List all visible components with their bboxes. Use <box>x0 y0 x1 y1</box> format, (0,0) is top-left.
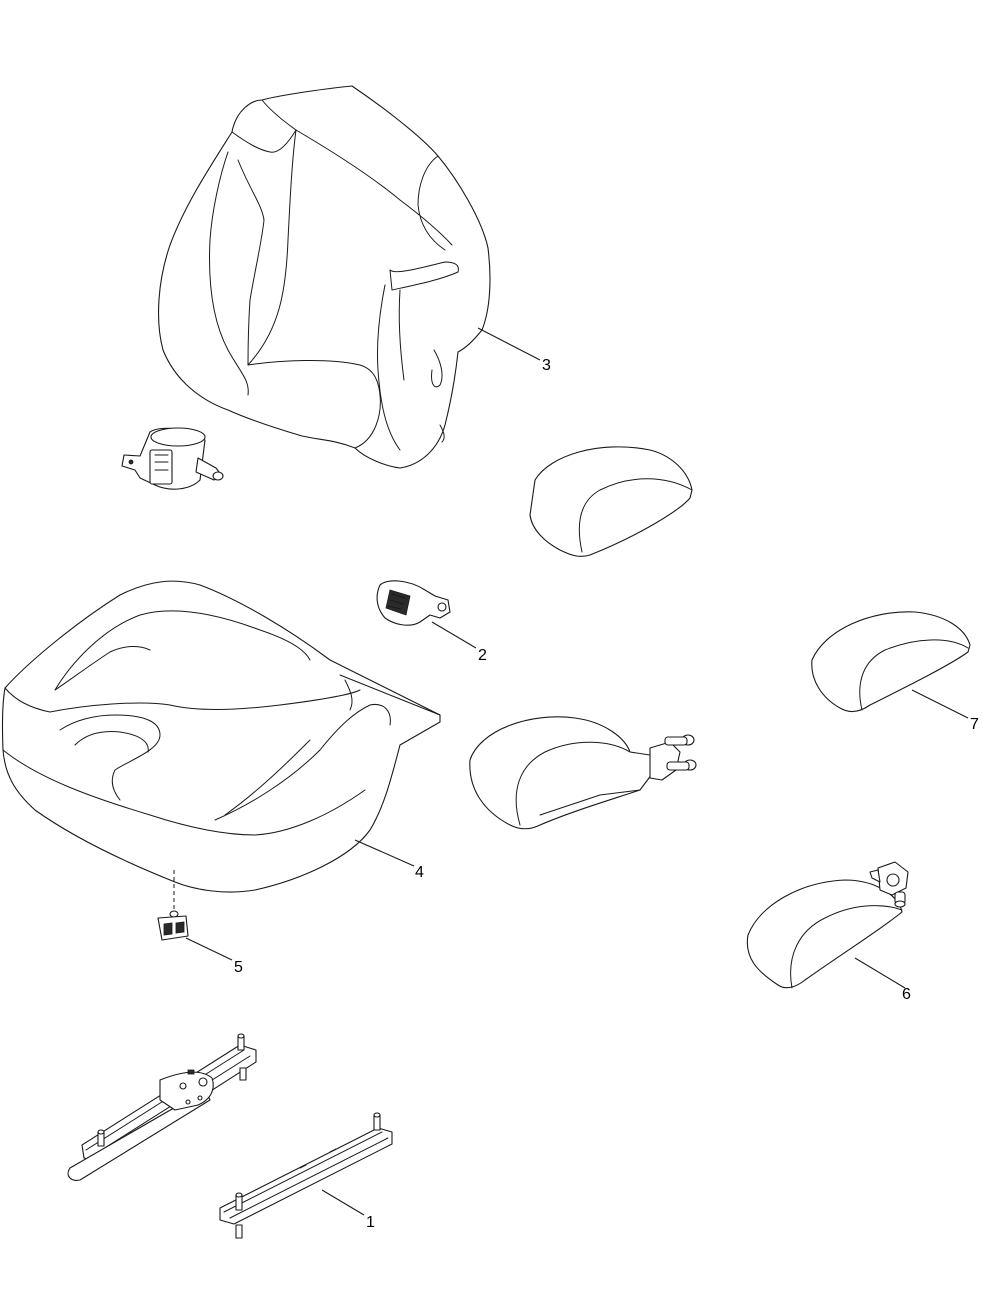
leader-1 <box>321 1189 365 1216</box>
armrest-pad <box>811 611 971 713</box>
leader-5 <box>185 937 233 961</box>
callout-4: 4 <box>415 864 424 881</box>
seat-rail <box>219 1112 393 1239</box>
leader-7 <box>911 689 969 719</box>
armrest-pad-upper <box>529 446 693 557</box>
leader-3 <box>477 327 541 361</box>
armrest-with-mount <box>469 716 697 830</box>
callout-6: 6 <box>902 986 911 1003</box>
seat-back-cushion <box>157 85 491 469</box>
callout-2: 2 <box>478 647 487 664</box>
seat-rail-with-lever <box>67 1033 257 1181</box>
callout-7: 7 <box>970 716 979 733</box>
seat-bottom-cushion <box>1 580 441 893</box>
armrest-right <box>746 861 909 989</box>
callout-1: 1 <box>366 1214 375 1231</box>
callout-3: 3 <box>542 357 551 374</box>
leader-4 <box>354 839 415 867</box>
leader-2 <box>431 621 477 649</box>
leader-6 <box>854 957 906 989</box>
seat-belt-retractor <box>121 427 224 490</box>
seat-switch <box>157 870 189 941</box>
callout-5: 5 <box>234 959 243 976</box>
seat-belt-buckle <box>376 580 451 626</box>
